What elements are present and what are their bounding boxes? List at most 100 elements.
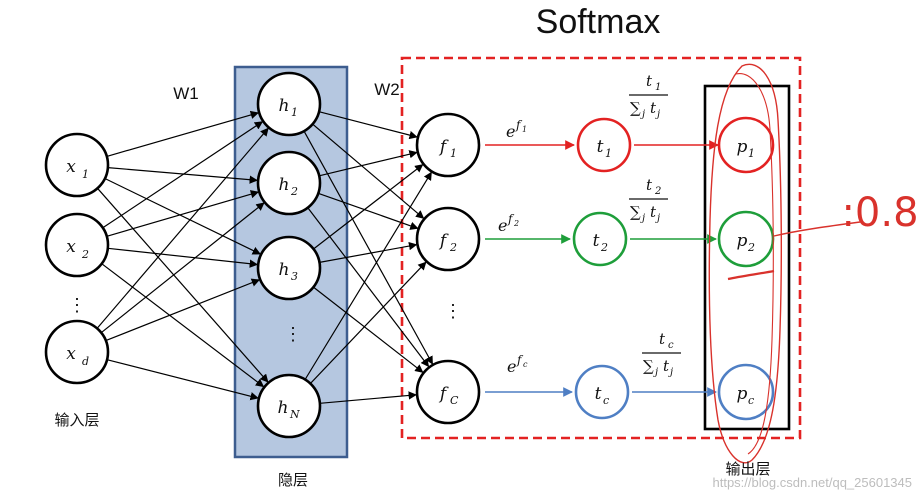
prob-node-pc-base: p: [737, 384, 748, 404]
edge-hidden-3-logit-0: [304, 171, 432, 380]
edge-hidden-3-logit-1: [309, 261, 427, 384]
handdrawn-underline: [727, 269, 775, 281]
prob-node-pc: p c: [717, 363, 775, 421]
watermark-text: https://blog.csdn.net/qq_25601345: [713, 475, 913, 490]
hidden-node-h3-sub: 3: [291, 270, 298, 283]
norm-label-c-num-sub: c: [668, 340, 674, 351]
norm-label-1-sum-sub: j: [640, 109, 645, 120]
exp-label-1-sup: f: [515, 118, 523, 132]
exp-node-tc: t c: [574, 364, 630, 420]
input-layer-label: 输入层: [54, 411, 99, 429]
hidden-node-hN: h N: [256, 373, 322, 439]
norm-label-2-den-t-sub: j: [655, 213, 660, 224]
exp-label-2: e f 2: [498, 212, 519, 235]
prob-node-p2-base: p: [737, 231, 748, 251]
logit-node-f1: f 1: [415, 112, 481, 178]
input-node-x2: x 2: [44, 212, 110, 278]
norm-label-1-sum: ∑: [630, 99, 641, 117]
hidden-ellipsis: ⋮: [284, 324, 302, 345]
edge-input-1-hidden-0: [102, 121, 264, 229]
logit-node-fC-sub: C: [450, 394, 459, 407]
norm-label-1-den-t-sub: j: [655, 109, 660, 120]
exp-label-c-subsup: c: [523, 360, 528, 369]
norm-label-2-sum-sub: j: [640, 213, 645, 224]
exp-node-t1-base: t: [597, 137, 604, 157]
norm-label-c-sum: ∑: [643, 357, 654, 375]
exp-node-tc-base: t: [595, 384, 602, 404]
hidden-node-h2: h 2: [256, 150, 322, 216]
logit-node-f2: f 2: [415, 206, 481, 272]
edges-input-hidden: [96, 110, 269, 401]
logit-node-f2-sub: 2: [449, 241, 457, 254]
input-node-x2-base: x: [66, 237, 76, 257]
prob-node-p2-sub: 2: [747, 241, 755, 254]
exp-node-t1-sub: 1: [605, 147, 612, 160]
hidden-node-h2-base: h: [279, 175, 290, 195]
hidden-node-h3: h 3: [256, 235, 322, 301]
edge-input-0-hidden-2: [104, 177, 261, 255]
logit-node-f1-sub: 1: [450, 147, 457, 160]
exp-node-t2-sub: 2: [600, 241, 608, 254]
exp-label-1-base: e: [506, 122, 515, 141]
edge-input-0-hidden-0: [106, 110, 260, 157]
exp-node-tc-sub: c: [603, 394, 609, 407]
input-node-x2-sub: 2: [81, 248, 89, 261]
hidden-node-h1: h 1: [256, 71, 322, 137]
norm-label-c: t c ∑ j t j: [642, 330, 681, 378]
hidden-node-h2-sub: 2: [290, 185, 298, 198]
norm-label-c-num: t: [659, 330, 666, 348]
hidden-node-h1-base: h: [279, 96, 290, 116]
norm-label-2: t 2 ∑ j t j: [629, 176, 668, 224]
input-node-xd-sub: d: [82, 355, 89, 368]
handdrawn-loop-inner: [735, 73, 774, 455]
input-ellipsis: ⋮: [68, 295, 86, 316]
edge-input-1-hidden-1: [106, 190, 260, 237]
logit-ellipsis: ⋮: [444, 301, 462, 322]
edge-input-2-hidden-2: [105, 278, 261, 342]
norm-label-c-sum-sub: j: [653, 367, 658, 378]
norm-label-1-num-sub: 1: [655, 82, 661, 93]
exp-node-t2: t 2: [572, 211, 628, 267]
logit-node-f2-base: f: [438, 231, 449, 251]
exp-label-c: e f c: [507, 353, 528, 376]
exp-label-1: e f 1: [506, 118, 527, 141]
norm-label-1-den-t: t: [650, 99, 657, 117]
hidden-node-hN-sub: N: [289, 408, 300, 421]
weight-label-w2: W2: [374, 80, 400, 99]
exp-label-2-subsup: 2: [513, 219, 519, 228]
handdrawn-loop: [708, 63, 783, 464]
handdrawn-annotation: :0.8: [841, 190, 918, 236]
handdrawn-pointer-line: [773, 221, 861, 237]
norm-label-2-num: t: [646, 176, 653, 194]
prob-node-p1-sub: 1: [748, 147, 755, 160]
output-layer-label: 输出层: [725, 460, 770, 478]
hidden-layer-label: 隐层: [278, 471, 308, 489]
norm-label-c-den-t: t: [663, 357, 670, 375]
exp-label-2-sup: f: [507, 212, 515, 226]
hidden-node-h1-sub: 1: [291, 106, 298, 119]
edge-hidden-3-logit-2: [319, 391, 417, 404]
edge-hidden-2-logit-2: [313, 286, 424, 373]
input-node-xd-base: x: [66, 344, 76, 364]
edge-input-2-hidden-0: [96, 127, 269, 329]
edges-hidden-logits: [303, 111, 434, 404]
norm-label-c-den-t-sub: j: [668, 367, 673, 378]
prob-node-p1-base: p: [737, 137, 748, 157]
edge-hidden-0-logit-1: [312, 123, 425, 219]
hidden-node-h3-base: h: [279, 260, 290, 280]
edge-input-2-hidden-3: [106, 359, 259, 401]
norm-label-2-sum: ∑: [630, 203, 641, 221]
input-node-x1-base: x: [66, 157, 76, 177]
norm-label-2-num-sub: 2: [654, 186, 661, 197]
edge-input-1-hidden-2: [107, 247, 259, 268]
edge-input-0-hidden-3: [97, 187, 269, 383]
prob-node-pc-sub: c: [748, 394, 754, 407]
exp-label-1-subsup: 1: [522, 125, 527, 134]
weight-label-w1: W1: [173, 84, 199, 103]
prob-node-p1: p 1: [717, 116, 775, 174]
logit-node-fC: f C: [415, 359, 481, 425]
input-node-xd: x d: [44, 319, 110, 385]
norm-label-2-den-t: t: [650, 203, 657, 221]
